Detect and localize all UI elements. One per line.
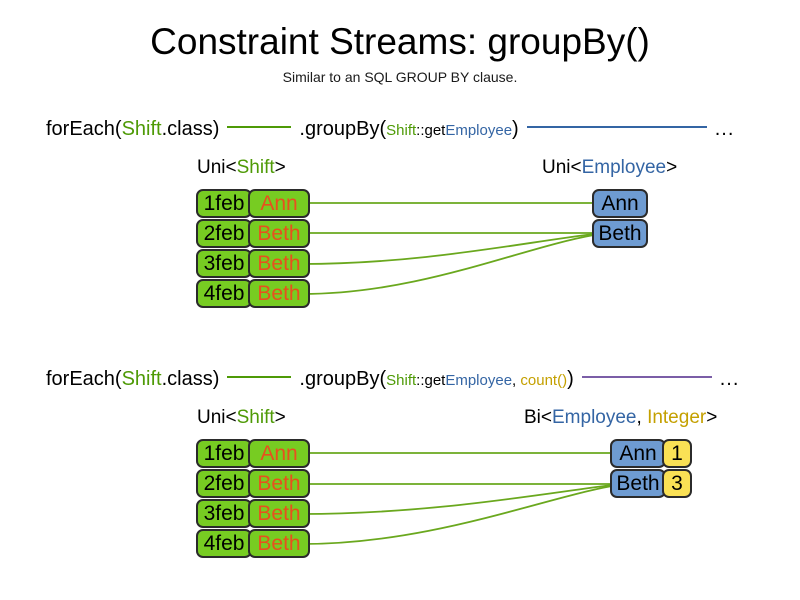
result-count: 3 — [662, 469, 692, 498]
type-prefix: Uni< — [197, 157, 237, 178]
type-name-2: Integer — [647, 407, 707, 428]
shift-date: 4feb — [196, 529, 252, 558]
type-name: Shift — [236, 157, 275, 178]
type-label-right-2: Bi<Employee, Integer> — [524, 406, 717, 429]
type-prefix: Uni< — [542, 157, 582, 178]
shift-date: 2feb — [196, 219, 252, 248]
shift-employee: Beth — [248, 249, 310, 278]
link-4feb-beth — [301, 234, 595, 295]
code-foreach-type: Shift — [121, 118, 162, 140]
shift-row[interactable]: 3feb Beth — [196, 499, 310, 528]
shift-date: 1feb — [196, 189, 252, 218]
shift-row[interactable]: 3feb Beth — [196, 249, 310, 278]
shift-employee: Beth — [248, 469, 310, 498]
shift-row[interactable]: 4feb Beth — [196, 279, 310, 308]
link2-4feb-beth — [301, 485, 613, 545]
link-3feb-beth — [301, 233, 595, 265]
code-line-1: forEach(Shift.class).groupBy(Shift::getE… — [46, 117, 734, 143]
code-foreach-open: forEach( — [46, 118, 122, 140]
code-mapper-comma: , — [512, 372, 521, 389]
connector-groupby-tail — [526, 126, 707, 129]
type-label-left-2: Uni<Shift> — [197, 406, 286, 429]
code-foreach-open: forEach( — [46, 368, 122, 390]
result-employee: Ann — [592, 189, 648, 218]
shift-row[interactable]: 1feb Ann — [196, 189, 310, 218]
shift-date: 2feb — [196, 469, 252, 498]
shift-date: 3feb — [196, 249, 252, 278]
type-name: Shift — [236, 407, 275, 428]
type-label-left-1: Uni<Shift> — [197, 156, 286, 179]
link2-3feb-beth — [301, 484, 613, 515]
result-row[interactable]: Beth — [592, 219, 648, 248]
type-label-right-1: Uni<Employee> — [542, 156, 677, 179]
code-foreach-close: .class) — [161, 368, 220, 390]
shift-row[interactable]: 2feb Beth — [196, 469, 310, 498]
shift-date: 4feb — [196, 279, 252, 308]
connector-foreach-groupby — [227, 126, 292, 129]
connector-groupby-tail — [581, 376, 712, 379]
connector-foreach-groupby — [227, 376, 292, 379]
result-list-2: Ann 1 Beth 3 — [610, 439, 692, 498]
type-suffix: > — [706, 407, 718, 428]
code-groupby-close: ) — [567, 368, 574, 390]
shift-employee: Ann — [248, 189, 310, 218]
code-ellipsis: ... — [714, 118, 735, 140]
code-mapper-prop: Employee — [445, 122, 513, 139]
code-mapper-type: Shift — [386, 122, 417, 139]
code-groupby-open: .groupBy( — [299, 118, 387, 140]
code-groupby-close: ) — [512, 118, 519, 140]
shift-employee: Beth — [248, 219, 310, 248]
result-count: 1 — [662, 439, 692, 468]
shift-row[interactable]: 2feb Beth — [196, 219, 310, 248]
result-row[interactable]: Ann — [592, 189, 648, 218]
code-foreach-type: Shift — [121, 368, 162, 390]
result-row[interactable]: Ann 1 — [610, 439, 692, 468]
type-suffix: > — [274, 407, 286, 428]
type-comma: , — [636, 407, 648, 428]
code-collector: count() — [520, 372, 568, 389]
code-mapper-prop: Employee — [445, 372, 513, 389]
result-employee: Beth — [610, 469, 666, 498]
shift-employee: Ann — [248, 439, 310, 468]
shift-employee: Beth — [248, 499, 310, 528]
result-row[interactable]: Beth 3 — [610, 469, 692, 498]
type-suffix: > — [274, 157, 286, 178]
result-list-1: Ann Beth — [592, 189, 648, 248]
result-employee: Beth — [592, 219, 648, 248]
code-mapper-sep: ::get — [416, 372, 446, 389]
code-foreach-close: .class) — [161, 118, 220, 140]
shift-date: 3feb — [196, 499, 252, 528]
shift-row[interactable]: 1feb Ann — [196, 439, 310, 468]
page-subtitle: Similar to an SQL GROUP BY clause. — [282, 69, 518, 85]
code-groupby-open: .groupBy( — [299, 368, 387, 390]
shift-list-2: 1feb Ann 2feb Beth 3feb Beth 4feb Beth — [196, 439, 310, 558]
shift-row[interactable]: 4feb Beth — [196, 529, 310, 558]
code-mapper-type: Shift — [386, 372, 417, 389]
type-prefix: Bi< — [524, 407, 552, 428]
shift-employee: Beth — [248, 279, 310, 308]
type-suffix: > — [666, 157, 678, 178]
type-prefix: Uni< — [197, 407, 237, 428]
code-mapper-sep: ::get — [416, 122, 446, 139]
page-title: Constraint Streams: groupBy() — [150, 21, 650, 62]
code-ellipsis: ... — [719, 368, 740, 390]
result-employee: Ann — [610, 439, 666, 468]
type-name: Employee — [581, 157, 667, 178]
type-name: Employee — [552, 407, 637, 428]
shift-list-1: 1feb Ann 2feb Beth 3feb Beth 4feb Beth — [196, 189, 310, 308]
shift-employee: Beth — [248, 529, 310, 558]
code-line-2: forEach(Shift.class).groupBy(Shift::getE… — [46, 367, 739, 393]
shift-date: 1feb — [196, 439, 252, 468]
